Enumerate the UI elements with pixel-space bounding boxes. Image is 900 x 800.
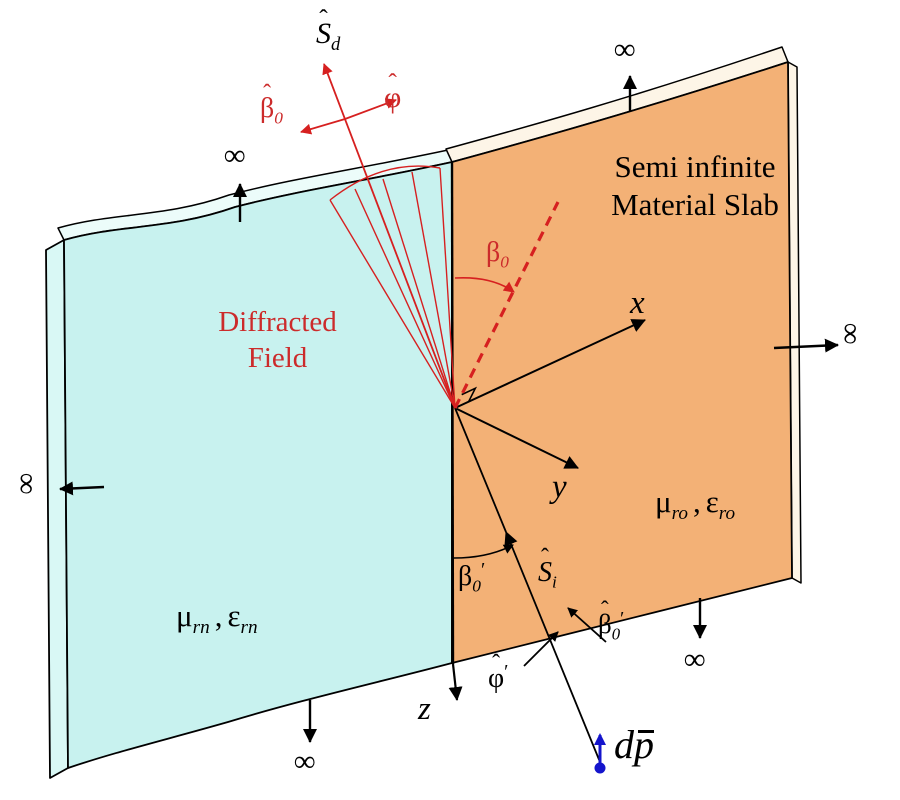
cone-ray	[411, 171, 456, 409]
cone-rim-arc	[329, 165, 441, 201]
edge-junction-line	[450, 161, 455, 665]
left-material-label: μrn,εrn	[176, 598, 258, 639]
infinity-arrow-right	[773, 338, 839, 353]
diffracted-field-label: Diffracted Field	[180, 304, 375, 377]
infinity-right: ∞	[834, 323, 868, 345]
phi-hat-arrow	[344, 98, 397, 120]
diffracted-ray-arrow	[322, 63, 456, 409]
infinity-bottom-left: ∞	[294, 745, 316, 778]
z-axis-label: z	[418, 691, 431, 727]
left-slab-face	[63, 161, 453, 769]
y-axis-arrow	[454, 407, 579, 469]
infinity-top-right: ∞	[614, 33, 636, 66]
diffraction-cone	[329, 165, 456, 409]
beta0-hat-prime-arrow	[567, 607, 607, 643]
cone-ray	[382, 178, 456, 409]
infinity-arrow-left	[59, 481, 105, 496]
right-slab-face	[451, 61, 793, 664]
cone-ray	[329, 199, 456, 409]
slab-title: Semi infinite Material Slab	[575, 148, 815, 224]
beta0-prime-angle-arc	[453, 544, 514, 559]
beta0-angle-arc	[454, 276, 515, 293]
y-axis-label: y	[552, 469, 567, 505]
z-axis-arrow	[448, 663, 463, 701]
cone-ray	[354, 188, 456, 409]
right-angle-marker	[461, 386, 478, 403]
beta0-hat-arrow	[300, 118, 346, 135]
beta0-angle-label: β0	[486, 237, 509, 272]
incident-ray-segment	[454, 407, 507, 533]
incident-ray-arrow	[504, 531, 601, 763]
slab-title-line2: Material Slab	[611, 186, 779, 222]
infinity-bottom-right: ∞	[684, 643, 706, 676]
diffracted-field-line2: Field	[247, 342, 308, 375]
infinity-left: ∞	[10, 473, 44, 495]
diffracted-field-line1: Diffracted	[218, 306, 337, 338]
infinity-top-left: ∞	[224, 139, 246, 172]
dipole-label: dp	[614, 722, 655, 767]
phi-hat-prime-arrow	[523, 631, 559, 667]
slab-title-line1: Semi infinite	[614, 149, 776, 184]
right-material-label: μro,εro	[655, 484, 736, 525]
x-axis-label: x	[630, 285, 645, 321]
dipole-dot	[594, 762, 606, 774]
cone-ray	[439, 167, 456, 409]
edge-axis-dashed-line	[453, 201, 560, 409]
x-axis-arrow	[454, 319, 646, 409]
beta0-prime-angle-label: β0′	[458, 560, 486, 596]
